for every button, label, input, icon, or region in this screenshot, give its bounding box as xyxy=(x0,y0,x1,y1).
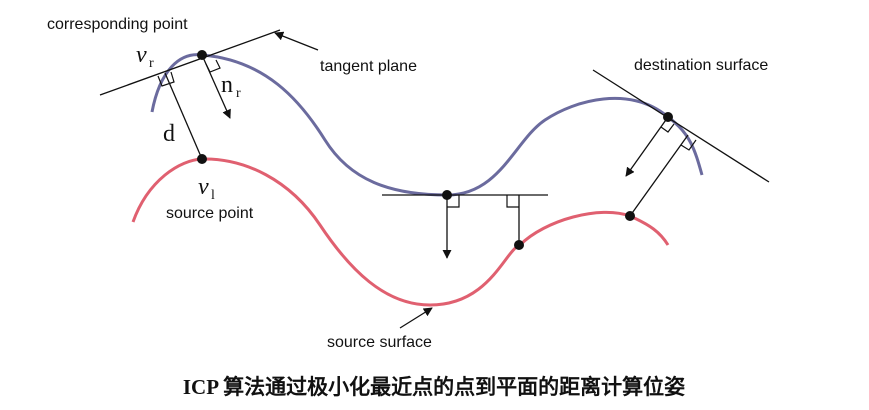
math-n-r-sub: r xyxy=(236,86,241,101)
projection-line-right xyxy=(629,134,689,217)
label-corresponding-point: corresponding point xyxy=(47,16,188,33)
right-angle-marker-right-1 xyxy=(660,123,675,133)
math-n-r: n xyxy=(221,72,233,98)
destination-surface-curve xyxy=(150,53,704,197)
projection-arrow-right xyxy=(625,116,669,177)
point-middle-destination xyxy=(442,190,452,200)
tangent-line-left xyxy=(99,29,281,96)
label-source-point: source point xyxy=(166,205,254,222)
tangent-plane-pointer xyxy=(274,31,319,51)
math-v-r: v xyxy=(136,42,147,68)
right-angle-marker-left-1 xyxy=(157,71,175,87)
source-surface-curve xyxy=(131,157,670,307)
figure-caption: ICP 算法通过极小化最近点的点到平面的距离计算位姿 xyxy=(183,375,685,399)
label-destination-surface: destination surface xyxy=(634,57,768,74)
right-angle-marker-middle-2 xyxy=(506,195,519,208)
math-d: d xyxy=(163,121,175,147)
right-angle-marker-left-2 xyxy=(205,59,221,73)
math-v-r-sub: r xyxy=(149,56,154,71)
label-source-surface: source surface xyxy=(327,334,432,351)
label-tangent-plane: tangent plane xyxy=(320,58,417,75)
point-right-destination xyxy=(663,112,673,122)
math-v-l-sub: l xyxy=(211,188,215,203)
source-surface-pointer xyxy=(399,307,433,329)
source-point-vl xyxy=(197,154,207,164)
point-right-source xyxy=(625,211,635,221)
right-angle-marker-middle-1 xyxy=(447,195,460,208)
right-angle-marker-right-2 xyxy=(680,139,697,151)
distance-line-d xyxy=(164,72,203,160)
corresponding-point-vr xyxy=(197,50,207,60)
tangent-line-right xyxy=(592,69,770,183)
point-middle-source xyxy=(514,240,524,250)
math-v-l: v xyxy=(198,174,209,200)
